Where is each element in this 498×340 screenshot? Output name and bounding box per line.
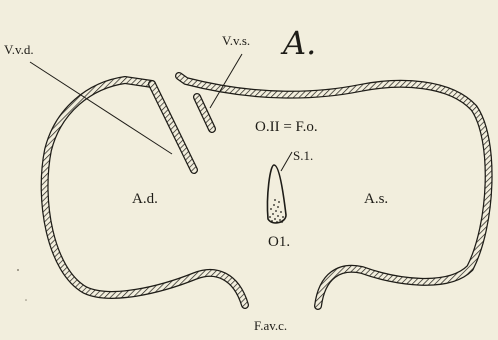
label-v-v-d: V.v.d. [4,42,34,57]
label-s1: S.1. [293,148,313,163]
leader-v-v-s [210,54,242,108]
speck [25,299,27,301]
right-venous-valve-hatch [152,84,194,170]
figure-letter: A. [280,24,316,62]
label-a-d: A.d. [132,191,158,207]
atrial-outer-wall-hatch [45,76,489,306]
speck [17,269,19,271]
atrial-outer-wall [45,76,489,306]
leader-s1 [281,152,292,171]
label-a-s: A.s. [364,191,388,207]
label-f-av-c: F.av.c. [254,318,287,333]
label-v-v-s: V.v.s. [222,33,250,48]
label-o2-fo: O.II = F.o. [255,119,318,135]
septum-primum [267,165,286,223]
left-venous-valve-hatch [197,97,212,129]
label-o1: O1. [268,234,290,250]
